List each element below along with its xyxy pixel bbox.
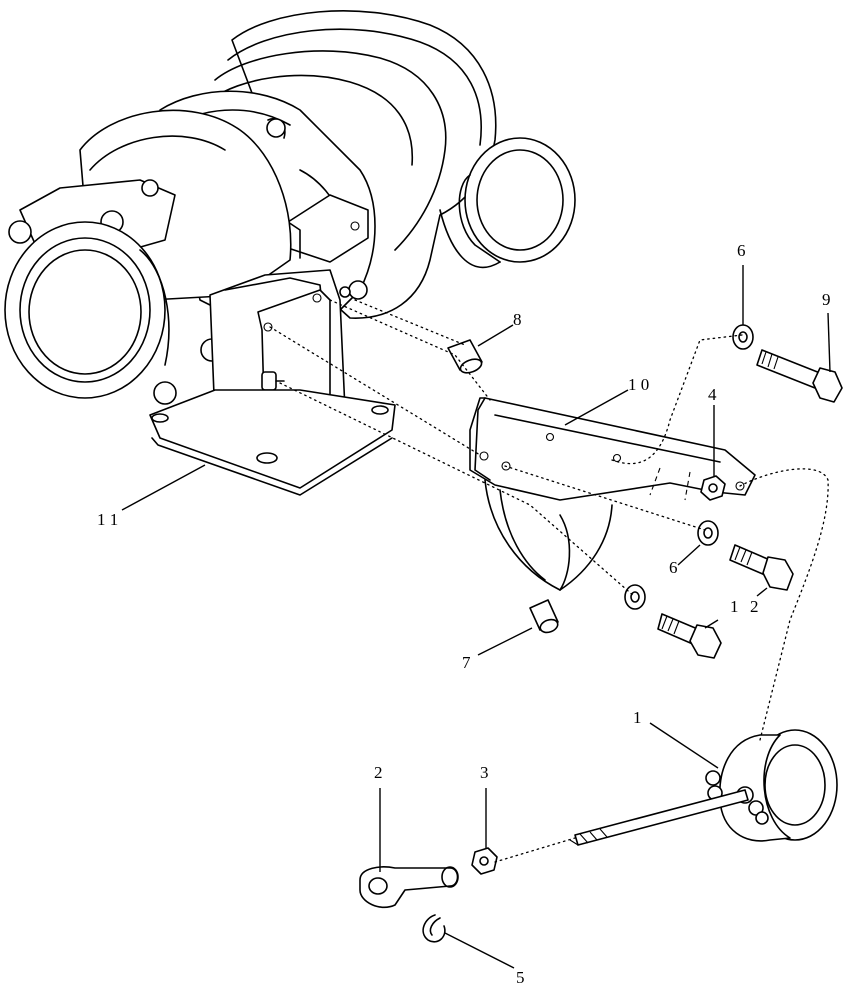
callout-6-lower: 6 [669, 558, 678, 577]
callout-4: 4 [708, 385, 717, 404]
nut-4 [700, 475, 726, 501]
callout-1-actuator: 1 [633, 708, 642, 727]
clip-5 [422, 914, 446, 943]
callout-3: 3 [480, 763, 489, 782]
bolt-11 [657, 613, 722, 659]
callout-6-upper: 6 [737, 241, 746, 260]
callout-labels: 1 1 1 0 9 8 7 6 6 5 4 3 2 2 1 1 [97, 241, 831, 987]
callout-9: 9 [822, 290, 831, 309]
callout-2-clevis: 2 [374, 763, 383, 782]
assembly-guide-lines [269, 299, 829, 863]
callout-5: 5 [516, 968, 525, 987]
washer-6-lower [624, 584, 646, 610]
clevis-2 [359, 866, 459, 909]
wastegate-bracket [469, 397, 756, 591]
wastegate-actuator [569, 729, 838, 846]
callout-11: 1 1 [97, 510, 118, 529]
bolt-12 [729, 544, 794, 591]
washer-6-upper [732, 324, 754, 350]
bolt-9 [756, 349, 843, 403]
callout-8: 8 [513, 310, 522, 329]
callout-7: 7 [462, 653, 471, 672]
spacer-sleeve-7 [529, 599, 559, 634]
nut-3 [471, 847, 498, 875]
turbocharger-assembly [4, 10, 576, 496]
callout-1-bolt: 1 [730, 597, 739, 616]
callout-2-bolt: 2 [750, 597, 759, 616]
washer-6-middle [697, 520, 719, 546]
callout-leaders [121, 265, 831, 969]
callout-10: 1 0 [628, 375, 649, 394]
